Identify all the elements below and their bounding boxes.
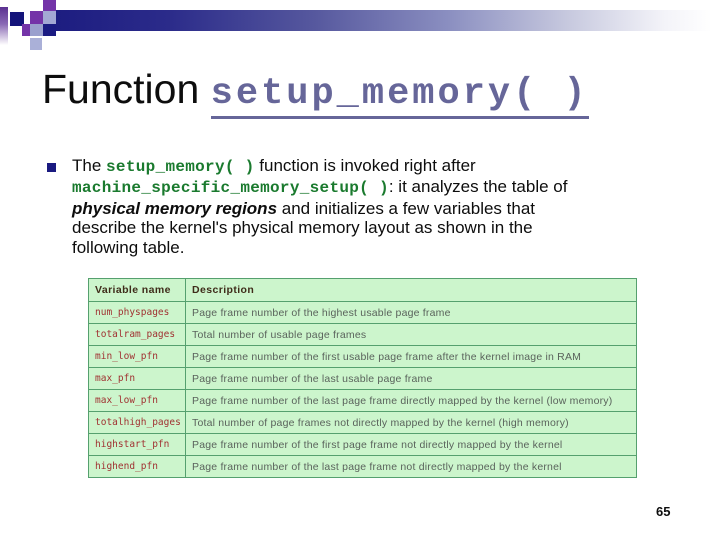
inline-code: setup_memory( ) [106,158,255,176]
variable-name-cell: totalhigh_pages [88,411,186,434]
body-text: function is invoked right after [254,156,476,175]
description-cell: Total number of page frames not directly… [185,411,637,434]
decorative-pixel-square [30,24,43,36]
emphasized-text: physical memory regions [72,198,278,218]
bullet-paragraph: The setup_memory( ) function is invoked … [72,156,692,257]
description-cell: Page frame number of the highest usable … [185,301,637,324]
variable-name-cell: min_low_pfn [88,345,186,368]
body-text: and initializes a few variables that [277,198,536,218]
gradient-bar [49,10,712,31]
decorative-pixel-square [10,12,24,26]
body-text: following table. [72,237,185,257]
body-text: describe the kernel's physical memory la… [72,218,533,238]
description-cell: Page frame number of the first usable pa… [185,345,637,368]
title-prefix: Function [42,66,211,112]
description-cell: Page frame number of the first page fram… [185,433,637,456]
variable-name-cell: totalram_pages [88,323,186,346]
description-cell: Page frame number of the last page frame… [185,455,637,478]
bullet-square-icon [47,163,56,172]
description-cell: Page frame number of the last usable pag… [185,367,637,390]
description-cell: Page frame number of the last page frame… [185,389,637,412]
decorative-pixel-square [30,11,43,24]
decorative-strip [0,7,8,45]
column-header-description: Description [185,278,637,302]
description-cell: Total number of usable page frames [185,323,637,346]
body-text: The [72,156,107,175]
table-header-row: Variable name Description [88,278,637,302]
decorative-pixel-square [43,24,56,36]
decorative-pixel-square [43,11,56,24]
decorative-pixel-square [30,38,42,50]
variable-name-cell: highend_pfn [88,455,186,478]
variable-name-cell: max_low_pfn [88,389,186,412]
page-number: 65 [656,504,671,519]
body-text: : it analyzes the table of [388,177,568,197]
decorative-pixel-square [22,24,30,36]
decorative-pixel-square [43,0,56,13]
variable-name-cell: max_pfn [88,367,186,390]
column-header-variable: Variable name [88,278,186,302]
title-function-name: setup_memory( ) [210,73,589,119]
inline-code: machine_specific_memory_setup( ) [72,179,389,198]
variable-name-cell: num_physpages [88,301,186,324]
variable-name-cell: highstart_pfn [88,433,186,456]
page-title: Function setup_memory( ) [42,66,589,119]
